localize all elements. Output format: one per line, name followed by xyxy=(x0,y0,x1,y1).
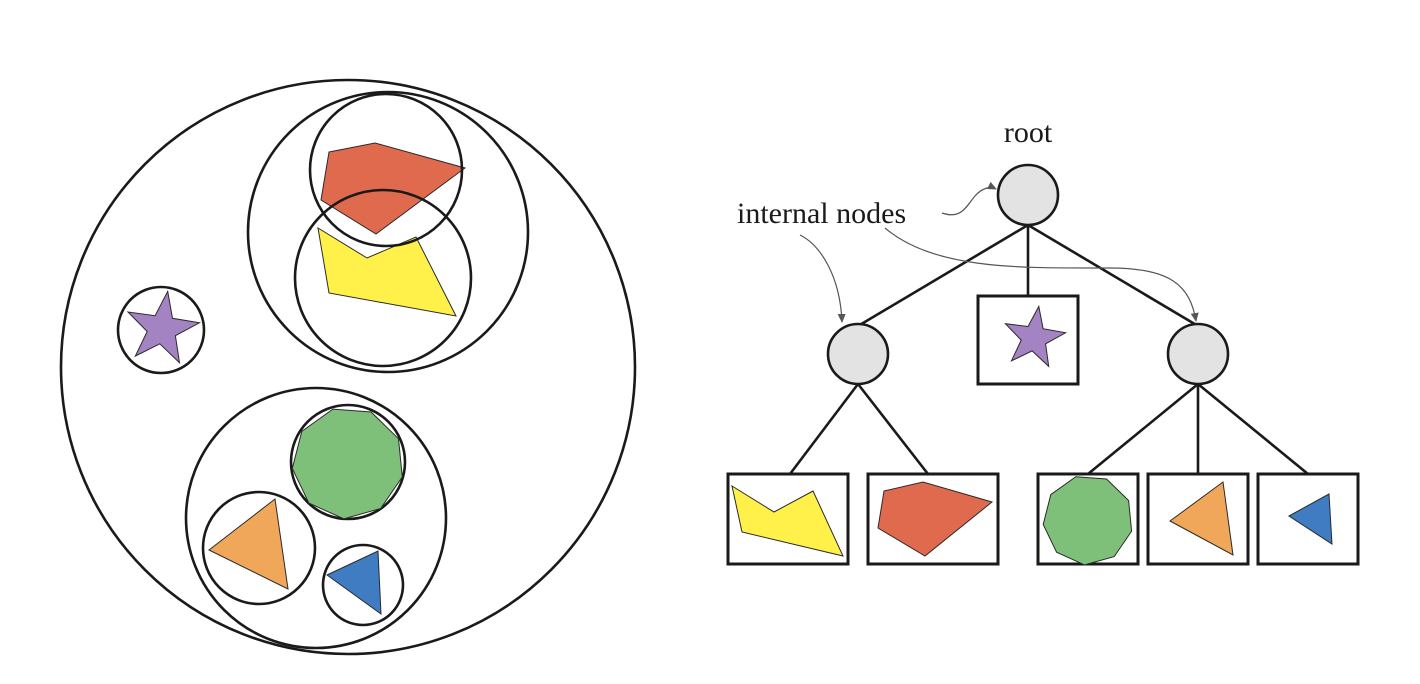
yellow-polygon-bounding-circle xyxy=(293,188,473,368)
yellow-polygon xyxy=(731,484,844,557)
edge-root-left xyxy=(857,223,1029,328)
internal-node-left xyxy=(826,322,890,386)
blue-triangle xyxy=(326,550,382,616)
pointer-to-right-node xyxy=(884,227,1199,322)
root-label: root xyxy=(1004,116,1053,149)
green-polygon xyxy=(291,408,403,520)
bounding-circles-panel xyxy=(59,78,637,656)
star-bounding-circle xyxy=(116,285,206,375)
edge-right-green xyxy=(1087,382,1199,476)
leaf-star xyxy=(976,294,1080,386)
red-polygon xyxy=(320,142,467,235)
green-polygon-bounding-circle xyxy=(289,403,407,521)
root-bounding-circle xyxy=(59,78,637,656)
root-node xyxy=(996,163,1060,227)
edge-left-yellow xyxy=(788,383,860,475)
edge-right-blue xyxy=(1197,382,1309,476)
edge-left-red xyxy=(856,383,930,475)
red-polygon-bounding-circle xyxy=(308,92,464,248)
internal-nodes-label: internal nodes xyxy=(737,197,906,230)
green-polygon xyxy=(1042,476,1133,566)
hierarchy-tree-panel: root internal nodes xyxy=(726,116,1360,566)
blue-triangle-bounding-circle xyxy=(321,543,405,627)
lower-cluster-bounding-circle xyxy=(184,386,448,650)
upper-cluster-bounding-circle xyxy=(246,90,530,374)
purple-star xyxy=(126,289,202,365)
pointer-to-root xyxy=(941,181,997,216)
orange-triangle xyxy=(1169,481,1234,556)
red-polygon xyxy=(877,481,994,557)
yellow-polygon xyxy=(317,226,457,317)
orange-triangle xyxy=(208,498,289,590)
edge-root-right xyxy=(1027,223,1199,328)
blue-triangle xyxy=(1288,493,1333,545)
pointer-to-left-node xyxy=(799,234,846,323)
purple-star xyxy=(1004,304,1068,368)
orange-triangle-bounding-circle xyxy=(201,490,317,606)
internal-node-right xyxy=(1166,322,1230,386)
